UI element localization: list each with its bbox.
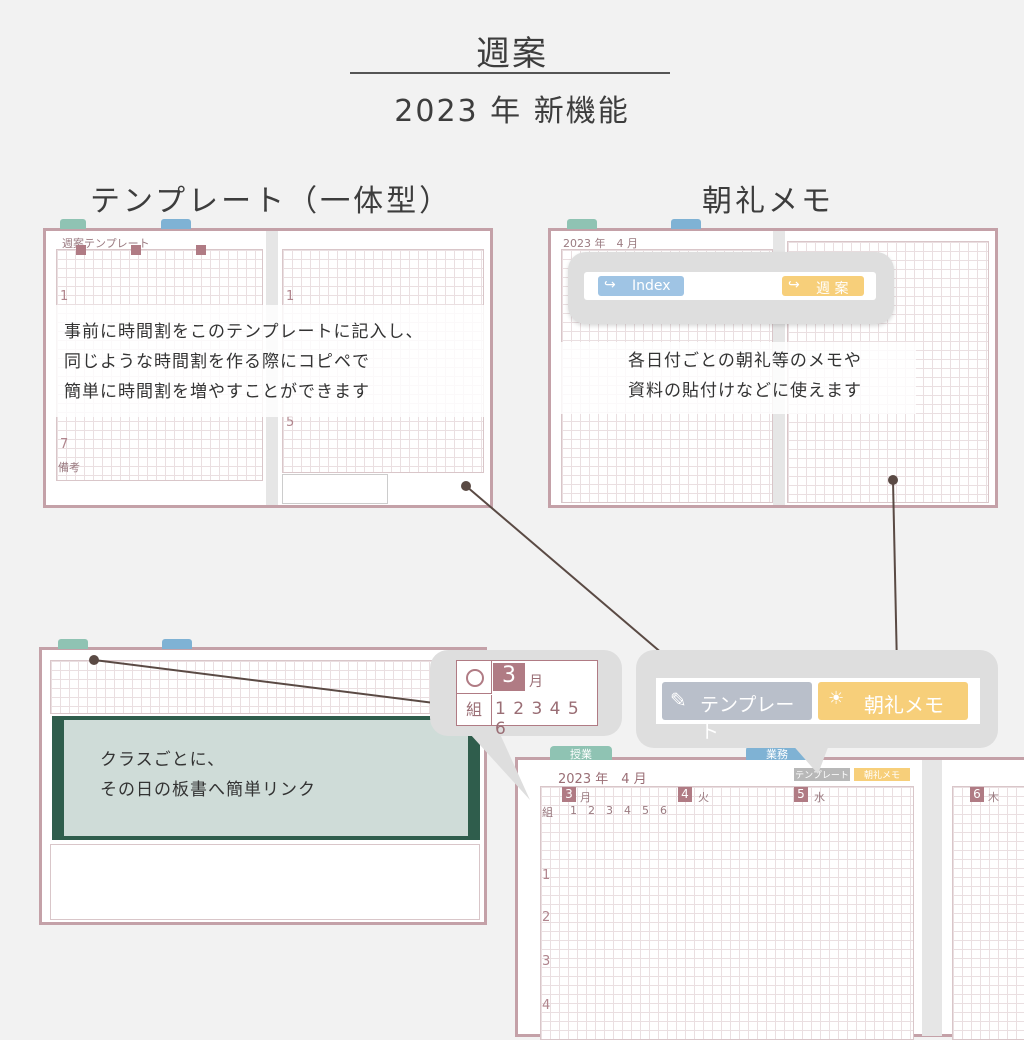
memo-link-label: 朝礼メモ: [864, 693, 944, 717]
weekly-plan-button-label: 週 案: [816, 281, 849, 297]
connector-dot: [461, 481, 471, 491]
header-marker: [76, 245, 86, 255]
tab-work[interactable]: 業務: [746, 746, 808, 761]
detail-right-grid: [952, 786, 1024, 1040]
connector-dot: [89, 655, 99, 665]
title-divider: [350, 72, 670, 74]
header-marker: [131, 245, 141, 255]
page-title: 週案: [476, 34, 548, 74]
period-number: 1: [286, 289, 295, 304]
detail-planner: 授業 業務 2023 年 4 月 テンプレート 朝礼メモ 3 月 4 火 5 水…: [515, 746, 1024, 1040]
template-description-line: 事前に時間割をこのテンプレートに記入し、: [64, 322, 424, 342]
memo-link-button[interactable]: ☀ 朝礼メモ: [818, 682, 968, 720]
page-subtitle: 2023 年 新機能: [394, 94, 630, 129]
date-badge: 3: [562, 787, 576, 802]
board-description-line: その日の板書へ簡単リンク: [100, 780, 316, 800]
period-number: 1: [60, 289, 69, 304]
period-number: 3: [542, 954, 551, 969]
callout-pointer: [470, 734, 530, 800]
class-label: 組: [542, 806, 553, 819]
index-button-label: Index: [632, 278, 671, 294]
tab-work[interactable]: [162, 639, 192, 649]
connector-dot: [888, 475, 898, 485]
memo-description-line: 各日付ごとの朝礼等のメモや: [628, 351, 862, 371]
tab-work[interactable]: [161, 219, 191, 229]
tab-lesson[interactable]: [58, 639, 88, 649]
board-header-grid: [50, 660, 480, 714]
weekday-label: 火: [698, 791, 709, 804]
class-number: 5: [642, 804, 649, 817]
template-section-title: テンプレート（一体型）: [90, 184, 453, 219]
memo-section-title: 朝礼メモ: [702, 184, 834, 219]
header-marker: [196, 245, 206, 255]
template-note-box: [282, 474, 388, 504]
board-note-area: [50, 844, 480, 920]
class-selector[interactable]: 3 月 組 1 2 3 4 5 6: [456, 660, 598, 739]
date-badge: 4: [678, 787, 692, 802]
board-connector: [93, 659, 459, 707]
memo-description-line: 資料の貼付けなどに使えます: [628, 381, 862, 401]
template-link-button[interactable]: ✎ テンプレート: [662, 682, 812, 743]
class-number: 2: [588, 804, 595, 817]
template-connector: [465, 485, 685, 673]
link-buttons-callout: ✎ テンプレート ☀ 朝礼メモ: [636, 650, 998, 748]
class-number: 4: [624, 804, 631, 817]
template-description-line: 簡単に時間割を増やすことができます: [64, 382, 370, 402]
template-link-label: テンプレート: [700, 694, 795, 743]
date-badge: 5: [794, 787, 808, 802]
return-arrow-icon: ↪: [788, 277, 800, 293]
board-description: クラスごとに、 その日の板書へ簡単リンク: [100, 745, 316, 805]
memo-description-overlay: 各日付ごとの朝礼等のメモや 資料の貼付けなどに使えます: [556, 342, 916, 414]
mini-memo-button[interactable]: 朝礼メモ: [854, 768, 910, 781]
detail-left-grid: [540, 786, 914, 1040]
clock-icon: [457, 661, 492, 694]
mini-template-button[interactable]: テンプレート: [794, 768, 850, 781]
tab-lesson[interactable]: [567, 219, 597, 229]
month-badge: 3: [493, 663, 525, 691]
template-description-overlay: 事前に時間割をこのテンプレートに記入し、 同じような時間割を作る際にコピペで 簡…: [50, 305, 490, 417]
memo-nav-callout: ↪ Index ↪ 週 案: [568, 252, 894, 324]
board-link-area[interactable]: [64, 720, 468, 836]
period-number: 1: [542, 868, 551, 883]
period-number: 7: [60, 437, 69, 452]
detail-year-month: 2023 年 4 月: [558, 772, 647, 787]
sunrise-icon: ☀: [828, 688, 845, 709]
weekday-label: 月: [580, 791, 591, 804]
period-number: 2: [542, 910, 551, 925]
weekday-label: 水: [814, 791, 825, 804]
return-arrow-icon: ↪: [604, 277, 616, 293]
memo-connector: [892, 479, 898, 669]
board-planner: [39, 639, 487, 925]
callout-pointer: [790, 742, 830, 774]
period-number: 4: [542, 998, 551, 1013]
note-label: 備考: [58, 461, 80, 474]
tab-lesson[interactable]: [60, 219, 86, 229]
memo-year-month: 2023 年 4 月: [563, 237, 638, 250]
class-number: 6: [660, 804, 667, 817]
class-number: 1: [570, 804, 577, 817]
tab-lesson[interactable]: 授業: [550, 746, 612, 761]
chalkboard[interactable]: [52, 716, 480, 840]
tab-work[interactable]: [671, 219, 701, 229]
period-number: 5: [286, 415, 295, 430]
class-numbers[interactable]: 1 2 3 4 5 6: [495, 699, 580, 739]
class-number: 3: [606, 804, 613, 817]
template-description-line: 同じような時間割を作る際にコピペで: [64, 352, 370, 372]
board-description-line: クラスごとに、: [100, 750, 226, 770]
class-callout: 3 月 組 1 2 3 4 5 6: [430, 650, 622, 739]
date-badge: 6: [970, 787, 984, 802]
weekday-label: 木: [988, 791, 999, 804]
class-label: 組: [457, 695, 492, 725]
page-gutter: [922, 760, 942, 1036]
weekly-plan-button[interactable]: ↪ 週 案: [782, 276, 864, 297]
edit-icon: ✎: [670, 688, 687, 712]
month-unit: 月: [529, 674, 543, 690]
index-button[interactable]: ↪ Index: [598, 276, 684, 296]
